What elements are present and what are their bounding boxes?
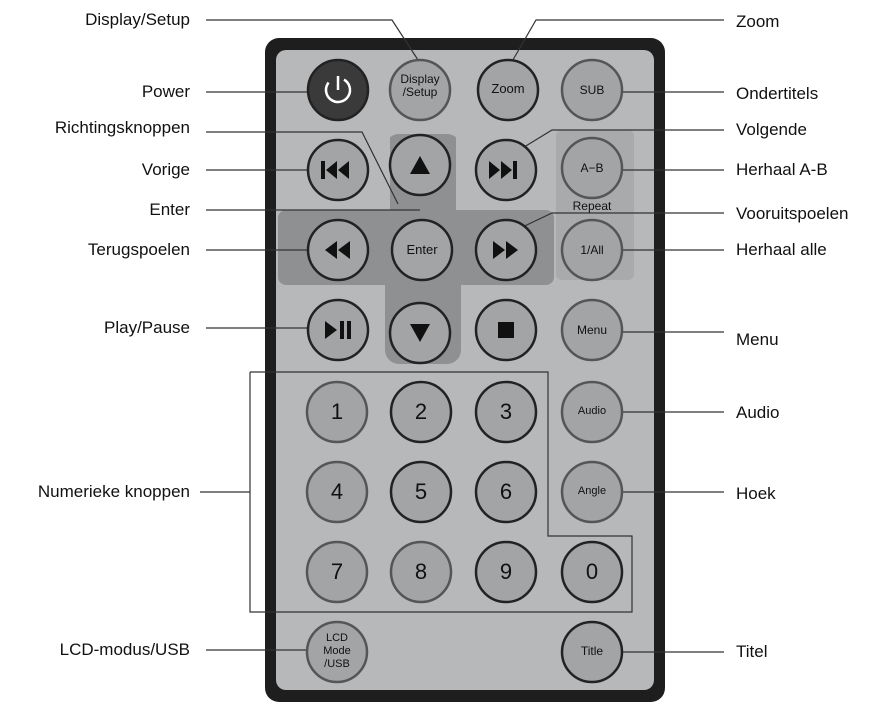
power-icon — [324, 76, 352, 104]
enter-button — [390, 218, 454, 282]
label-volgende: Volgende — [736, 120, 807, 139]
label-titel: Titel — [736, 642, 768, 661]
label-menu: Menu — [736, 330, 779, 349]
down-arrow-icon — [410, 324, 430, 342]
label-herhaal-ab: Herhaal A-B — [736, 160, 828, 179]
num-1-button — [305, 380, 369, 444]
label-power: Power — [141, 82, 190, 101]
display-setup-button — [388, 58, 452, 122]
ab-button — [560, 136, 624, 200]
label-hoek: Hoek — [736, 484, 776, 503]
repeat-all-button — [560, 218, 624, 282]
num-5-button — [389, 460, 453, 524]
menu-button — [560, 298, 624, 362]
label-terugspoelen: Terugspoelen — [87, 240, 190, 259]
lcd-mode-usb-button — [305, 620, 369, 684]
label-audio: Audio — [736, 403, 780, 422]
label-numerieke-knoppen: Numerieke knoppen — [37, 482, 190, 501]
label-ondertitels: Ondertitels — [736, 84, 819, 103]
angle-button — [560, 460, 624, 524]
num-2-button — [389, 380, 453, 444]
label-zoom: Zoom — [736, 12, 780, 31]
label-display-setup: Display/Setup — [85, 10, 190, 29]
sub-button — [560, 58, 624, 122]
leader-zoom — [509, 19, 724, 66]
label-vooruitspoelen: Vooruitspoelen — [736, 204, 849, 223]
label-herhaal-alle: Herhaal alle — [736, 240, 827, 259]
play-pause-button — [306, 298, 370, 362]
zoom-button — [476, 58, 540, 122]
rewind-icon — [325, 241, 350, 259]
title-button — [560, 620, 624, 684]
num-9-button — [474, 540, 538, 604]
stop-icon — [498, 322, 514, 338]
num-7-button — [305, 540, 369, 604]
num-0-button — [560, 540, 624, 604]
leader-display — [206, 19, 421, 64]
play-pause-icon — [325, 321, 351, 339]
label-play-pause: Play/Pause — [104, 318, 190, 337]
label-lcd-modus-usb: LCD-modus/USB — [59, 640, 190, 659]
audio-button — [560, 380, 624, 444]
previous-icon — [321, 161, 349, 179]
num-8-button — [389, 540, 453, 604]
label-vorige: Vorige — [141, 160, 190, 179]
num-6-button — [474, 460, 538, 524]
label-richtingsknoppen: Richtingsknoppen — [54, 118, 190, 137]
num-4-button — [305, 460, 369, 524]
leader-richting — [206, 131, 399, 205]
numeric-bracket — [249, 371, 633, 613]
up-arrow-icon — [410, 156, 430, 174]
leader-volgende — [515, 129, 724, 153]
label-enter: Enter — [149, 200, 190, 219]
fast-forward-icon — [493, 241, 518, 259]
num-3-button — [474, 380, 538, 444]
next-icon — [489, 161, 517, 179]
